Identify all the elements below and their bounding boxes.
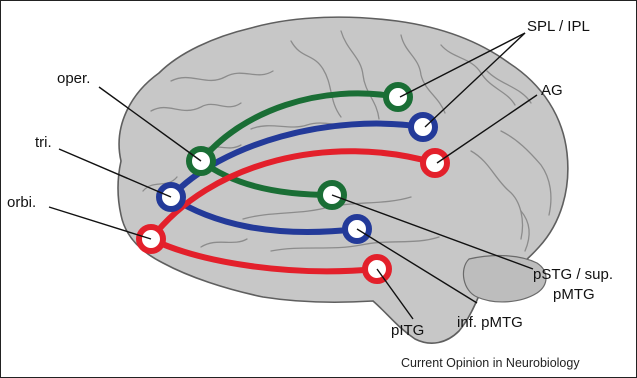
figure-credit: Current Opinion in Neurobiology — [401, 356, 580, 370]
leader-lines — [48, 32, 538, 320]
label-pstg-line2: pMTG — [553, 286, 595, 303]
node-ipl-blue — [408, 112, 438, 142]
label-ag: AG — [541, 82, 563, 99]
brain-sulci — [142, 30, 552, 274]
leader-pstg — [331, 194, 534, 270]
dorsal-path-to-spl — [198, 90, 401, 164]
cerebellum — [462, 254, 547, 303]
label-tri: tri. — [35, 134, 52, 151]
inferior-path-to-pitg — [148, 236, 380, 275]
leader-spl-2 — [424, 32, 526, 128]
label-pstg-line1: pSTG / sup. — [533, 266, 613, 283]
pathways — [148, 90, 438, 275]
label-inf-pmtg: inf. pMTG — [457, 314, 523, 331]
leader-ag — [436, 94, 538, 164]
label-spl-ipl: SPL / IPL — [527, 18, 590, 35]
leader-inf-pmtg — [356, 228, 478, 304]
label-oper: oper. — [57, 70, 90, 87]
label-pitg: pITG — [391, 322, 424, 339]
leader-tri — [58, 148, 172, 198]
ventral-path-to-ipl — [168, 120, 426, 200]
node-ag — [420, 148, 450, 178]
node-spl-ipl — [383, 82, 413, 112]
inferior-path-to-ag — [148, 148, 438, 242]
leader-pitg — [376, 268, 414, 320]
leader-spl-1 — [399, 32, 526, 98]
leader-oper — [98, 86, 202, 162]
labels: SPL / IPL AG oper. tri. orbi. pSTG / sup… — [7, 18, 613, 370]
nodes — [136, 82, 450, 284]
leader-orbi — [48, 206, 152, 240]
label-orbi: orbi. — [7, 194, 36, 211]
